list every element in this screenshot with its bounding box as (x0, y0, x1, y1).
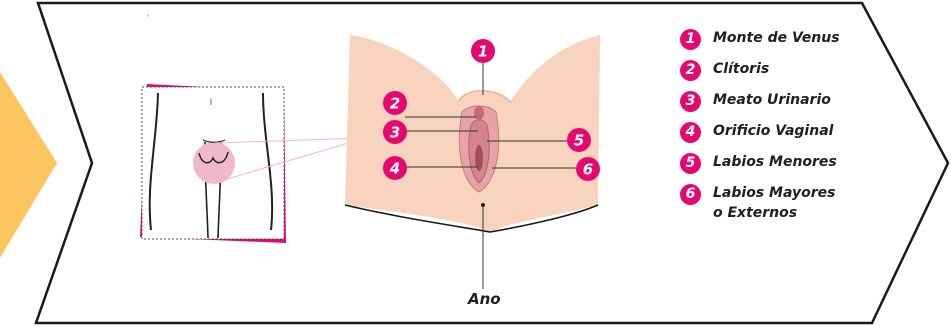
corner-mark: ' (147, 13, 149, 23)
marker-3: 3 (383, 120, 407, 144)
svg-text:2: 2 (390, 95, 400, 113)
legend-item-6: 6 Labios Mayores o Externos (680, 183, 940, 227)
legend-label: Orificio Vaginal (713, 121, 833, 141)
previous-arrow-shape (0, 72, 57, 258)
marker-5: 5 (567, 128, 591, 152)
legend-number: 6 (680, 184, 701, 205)
marker-1: 1 (471, 39, 495, 63)
anus-label: Ano (468, 290, 501, 308)
marker-6: 6 (576, 157, 600, 181)
legend-item-2: 2 Clítoris (680, 59, 940, 90)
legend-number: 2 (680, 60, 701, 81)
legend-label: Labios Mayores o Externos (713, 183, 835, 223)
legend: 1 Monte de Venus 2 Clítoris 3 Meato Urin… (680, 28, 940, 227)
legend-label: Labios Menores (713, 152, 837, 172)
legend-label: Clítoris (713, 59, 769, 79)
legend-number: 5 (680, 153, 701, 174)
clitoris-shape (474, 106, 484, 120)
legend-item-5: 5 Labios Menores (680, 152, 940, 183)
svg-text:6: 6 (583, 161, 593, 179)
legend-item-1: 1 Monte de Venus (680, 28, 940, 59)
thumbnail-label: l (210, 97, 212, 107)
legend-item-4: 4 Orificio Vaginal (680, 121, 940, 152)
legend-item-3: 3 Meato Urinario (680, 90, 940, 121)
zoom-highlight-circle (193, 142, 235, 184)
svg-text:5: 5 (574, 132, 584, 150)
marker-2: 2 (383, 91, 407, 115)
legend-label: Monte de Venus (713, 28, 840, 48)
legend-number: 3 (680, 91, 701, 112)
marker-4: 4 (383, 156, 407, 180)
legend-number: 4 (680, 122, 701, 143)
legend-label: Meato Urinario (713, 90, 831, 110)
svg-text:1: 1 (478, 43, 488, 61)
legend-number: 1 (680, 29, 701, 50)
svg-text:3: 3 (390, 124, 400, 142)
anus-dot (481, 203, 485, 207)
svg-text:4: 4 (389, 160, 400, 178)
